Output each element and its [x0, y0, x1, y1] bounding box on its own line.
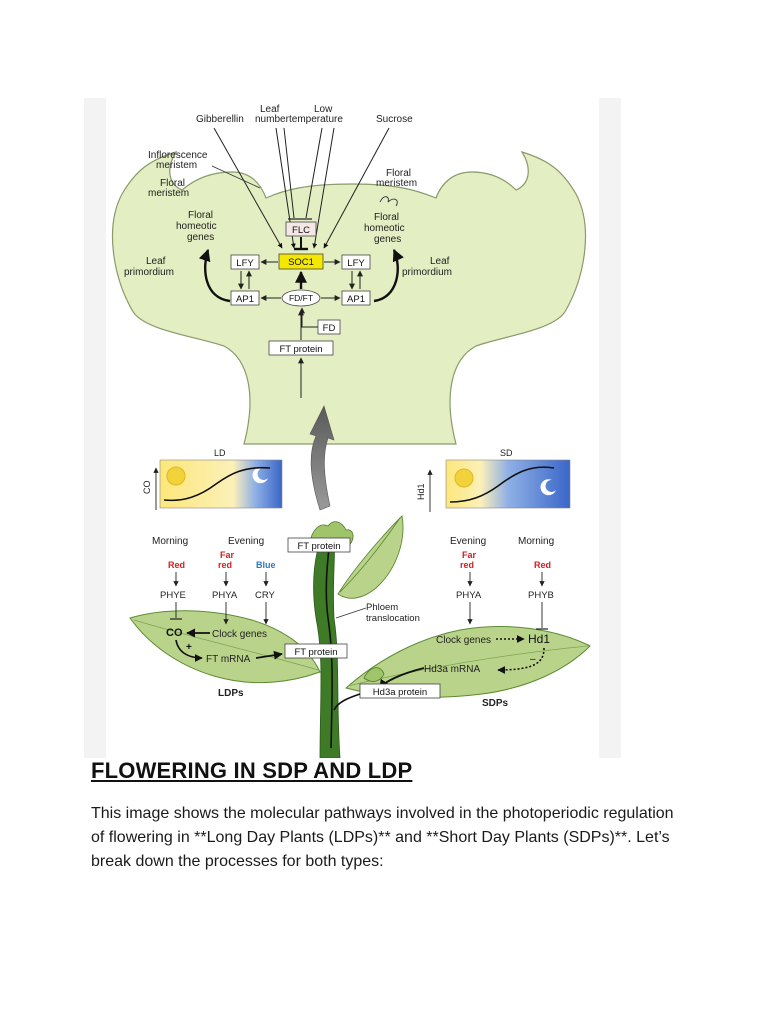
ap1-right-box	[341, 290, 371, 306]
ldp-label: LDPs	[218, 688, 244, 699]
ldp-clock-genes: Clock genes	[212, 629, 267, 640]
ap1-left-label: AP1	[236, 294, 254, 305]
flc-box	[285, 221, 317, 237]
ldp-far-red-line2: red	[218, 560, 232, 570]
sdp-hd3a-protein-box	[359, 683, 441, 699]
ap1-right-label: AP1	[347, 294, 365, 305]
phloem-line1: Phloem	[366, 602, 398, 613]
sdp-hd3a-protein-label: Hd3a protein	[373, 687, 427, 698]
soc1-label: SOC1	[288, 257, 314, 268]
document-paragraph: This image shows the molecular pathways …	[91, 805, 674, 870]
sdp-hd3a-mrna: Hd3a mRNA	[424, 664, 480, 675]
phloem-line2: translocation	[366, 613, 420, 624]
ld-sun-icon	[166, 466, 186, 486]
ldp-blue: Blue	[256, 560, 276, 570]
ldp-phye: PHYE	[160, 590, 186, 601]
input-low-temp-line2: temperature	[289, 114, 343, 125]
apex-ft-protein-box	[268, 340, 334, 356]
ldp-co: CO	[166, 627, 183, 639]
flowering-pathway-figure: Gibberellin Leaf number Low temperature …	[84, 98, 621, 758]
input-low-temp-line1: Low	[314, 104, 333, 115]
ldp-evening: Evening	[228, 536, 264, 547]
label-leaf-primordium-right-line2: primordium	[402, 267, 452, 278]
label-floral-meristem-left-line1: Floral	[160, 178, 185, 189]
label-leaf-primordium-left-line2: primordium	[124, 267, 174, 278]
ldp-cry: CRY	[255, 590, 276, 601]
label-leaf-primordium-left-line1: Leaf	[146, 256, 166, 267]
ldp-plus: +	[186, 642, 192, 653]
sdp-far-red-line1: Far	[462, 550, 477, 560]
sd-moon-icon	[540, 479, 556, 496]
lfy-right-box	[341, 254, 371, 270]
label-homeotic-left-line2: homeotic	[176, 221, 217, 232]
ldp-morning: Morning	[152, 536, 188, 547]
input-leaf-number-line2: number	[255, 114, 290, 125]
flc-label: FLC	[292, 225, 310, 236]
ld-axis-label: CO	[142, 481, 152, 495]
label-floral-meristem-left-line2: meristem	[148, 188, 189, 199]
ldp-leaf	[129, 610, 321, 684]
ldp-far-red-line1: Far	[220, 550, 235, 560]
fd-ft-node	[281, 289, 321, 307]
ldp-ft-protein-box	[284, 643, 348, 659]
fd-ft-label: FD/FT	[289, 293, 313, 303]
input-sucrose: Sucrose	[376, 114, 413, 125]
sdp-minus: –	[530, 654, 536, 665]
sdp-clock-genes: Clock genes	[436, 635, 491, 646]
label-homeotic-right-line1: Floral	[374, 212, 399, 223]
translocation-arrow	[309, 405, 335, 511]
sdp-phya: PHYA	[456, 590, 482, 601]
sdp-red: Red	[534, 560, 551, 570]
fd-label: FD	[323, 323, 336, 334]
label-homeotic-left-line3: genes	[187, 232, 214, 243]
input-gibberellin: Gibberellin	[196, 114, 244, 125]
ldp-ft-protein-label: FT protein	[294, 647, 337, 658]
lfy-left-box	[230, 254, 260, 270]
apex-ft-protein-label: FT protein	[279, 344, 322, 355]
sd-axis-label: Hd1	[416, 483, 426, 500]
ap1-left-box	[230, 290, 260, 306]
label-leaf-primordium-right-line1: Leaf	[430, 256, 450, 267]
sdp-label: SDPs	[482, 698, 509, 709]
ld-panel-label: LD	[214, 448, 226, 458]
input-leaf-number-line1: Leaf	[260, 104, 280, 115]
sdp-far-red-line2: red	[460, 560, 474, 570]
label-homeotic-right-line2: homeotic	[364, 223, 405, 234]
ldp-red: Red	[168, 560, 185, 570]
label-homeotic-right-line3: genes	[374, 234, 401, 245]
sd-sun-icon	[454, 468, 474, 488]
label-inflorescence-line1: Inflorescence	[148, 150, 208, 161]
document-title: FLOWERING IN SDP AND LDP	[91, 758, 413, 783]
ld-moon-icon	[252, 467, 268, 484]
sdp-evening: Evening	[450, 536, 486, 547]
sdp-phyb: PHYB	[528, 590, 554, 601]
label-floral-meristem-right-line2: meristem	[376, 178, 417, 189]
stem-ft-protein-label: FT protein	[297, 541, 340, 552]
ldp-ft-mrna: FT mRNA	[206, 654, 251, 665]
label-floral-meristem-right-line1: Floral	[386, 168, 411, 179]
stem-ft-protein-box	[287, 537, 351, 553]
ldp-phya: PHYA	[212, 590, 238, 601]
label-homeotic-left-line1: Floral	[188, 210, 213, 221]
lfy-left-label: LFY	[236, 258, 254, 269]
sdp-morning: Morning	[518, 536, 554, 547]
lfy-right-label: LFY	[347, 258, 365, 269]
label-inflorescence-line2: meristem	[156, 160, 197, 171]
sdp-hd1: Hd1	[528, 632, 550, 646]
soc1-box	[278, 253, 324, 270]
sd-panel-label: SD	[500, 448, 513, 458]
